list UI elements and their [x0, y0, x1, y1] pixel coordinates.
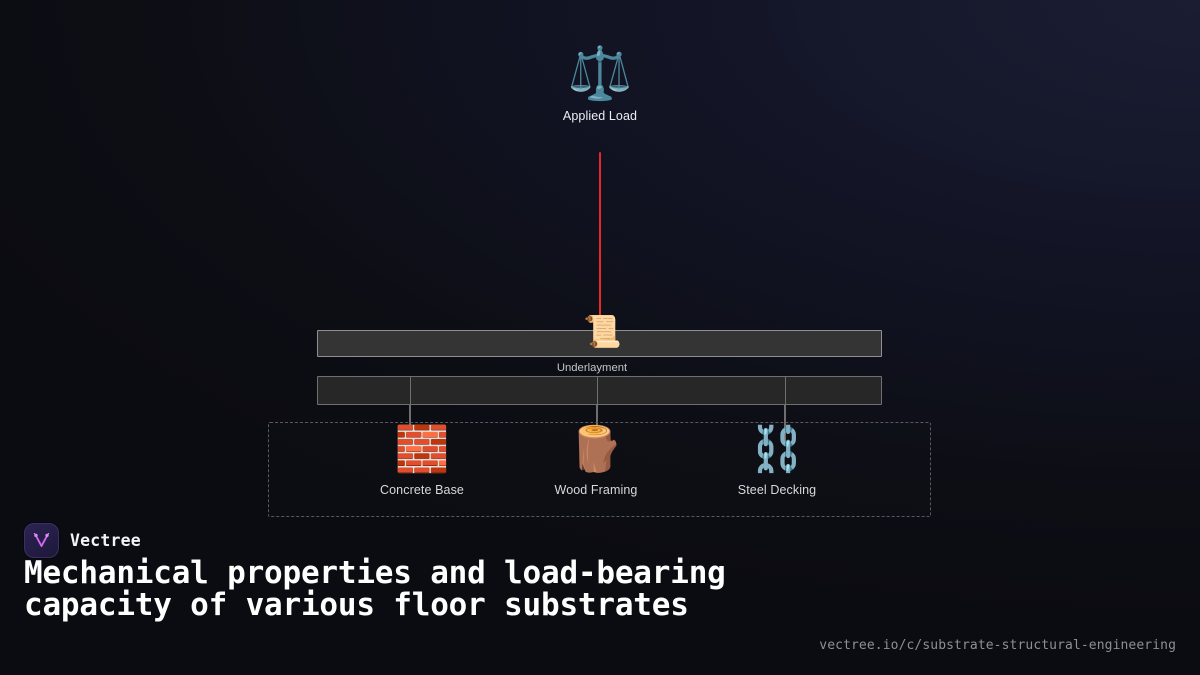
- page-title: Mechanical properties and load-bearing c…: [24, 555, 726, 623]
- chains-icon: ⛓️: [749, 424, 805, 475]
- substrate-group-box: [268, 422, 931, 517]
- beam-segment: [598, 377, 786, 404]
- node-concrete-base[interactable]: 🧱 Concrete Base: [332, 428, 512, 498]
- scroll-icon: 📜: [583, 314, 622, 350]
- brick-icon: 🧱: [394, 424, 450, 475]
- node-concrete-base-label: Concrete Base: [380, 483, 464, 497]
- beam-segment: [786, 377, 881, 404]
- applied-load-connector: [599, 152, 602, 324]
- node-applied-load[interactable]: ⚖️ Applied Load: [500, 48, 700, 124]
- beam-underlayment[interactable]: [317, 330, 882, 357]
- beam-segment: [318, 377, 411, 404]
- vectree-logo-icon: [24, 523, 59, 558]
- node-wood-framing-label: Wood Framing: [554, 483, 638, 497]
- node-wood-framing[interactable]: 🪵 Wood Framing: [506, 428, 686, 498]
- connector-wood-framing: [596, 405, 598, 444]
- balance-scale-icon: ⚖️: [567, 44, 633, 104]
- beam-underlayment-label: Underlayment: [556, 362, 628, 374]
- connector-steel-decking: [784, 405, 786, 444]
- footer: Vectree Mechanical properties and load-b…: [0, 515, 1200, 675]
- node-steel-decking[interactable]: ⛓️ Steel Decking: [687, 428, 867, 498]
- node-applied-load-label: Applied Load: [562, 109, 638, 123]
- node-steel-decking-label: Steel Decking: [737, 483, 817, 497]
- beam-segment: [411, 377, 598, 404]
- page-url: vectree.io/c/substrate-structural-engine…: [819, 638, 1176, 653]
- brand[interactable]: Vectree: [24, 523, 141, 558]
- wood-log-icon: 🪵: [568, 424, 624, 475]
- brand-name: Vectree: [70, 531, 141, 550]
- beam-substrate-layer[interactable]: [317, 376, 882, 405]
- connector-concrete-base: [409, 405, 411, 444]
